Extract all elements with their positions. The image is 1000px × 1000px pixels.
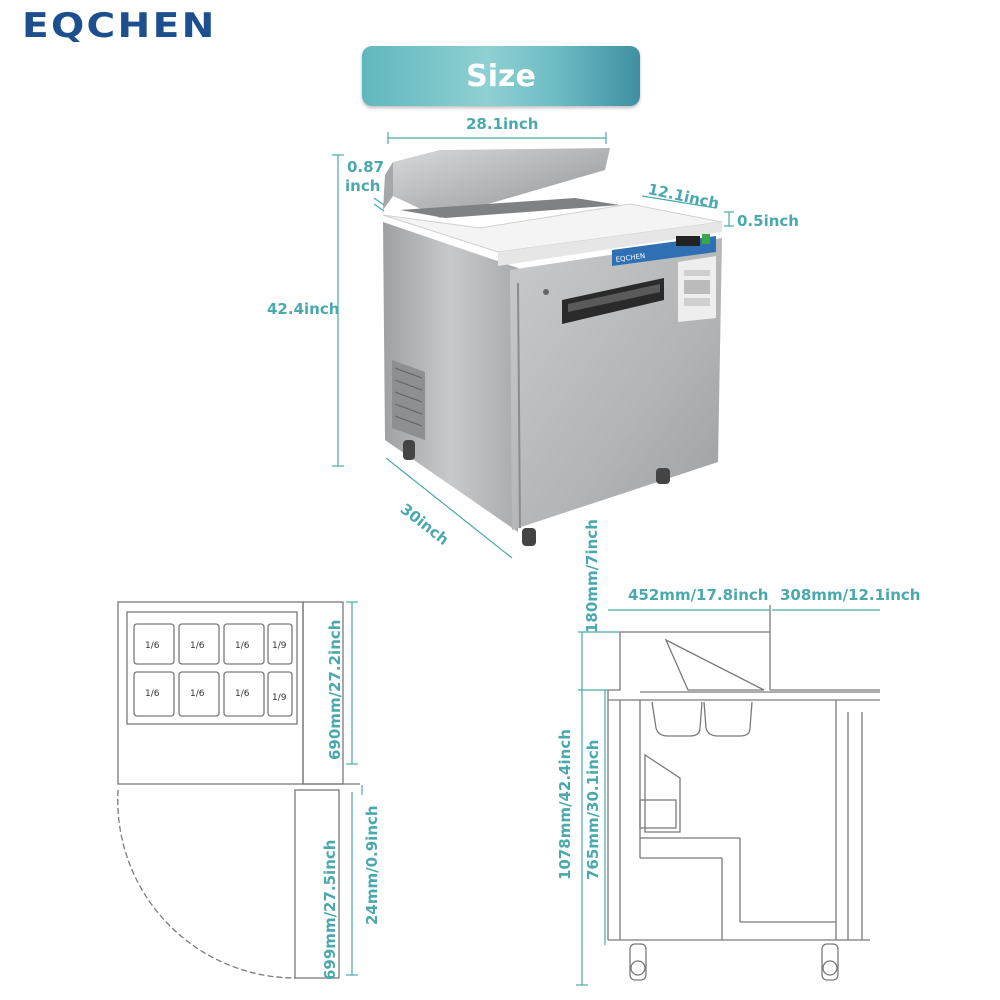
door-handle <box>562 278 664 324</box>
dim-door-gap: 24mm/0.9inch <box>363 805 381 925</box>
dim-total-height: 1078mm/42.4inch <box>556 729 574 880</box>
door-lock <box>543 289 549 295</box>
vent-grille <box>392 360 425 440</box>
pan-label: 1/6 <box>190 641 205 651</box>
dim-pan-area: 690mm/27.2inch <box>326 619 344 760</box>
top-view-drawing <box>117 601 360 979</box>
spec-label <box>678 256 716 322</box>
pan-label: 1/9 <box>272 641 287 651</box>
pan-label: 1/6 <box>190 689 205 699</box>
size-banner: Size <box>362 46 640 106</box>
brand-logo: EQCHEN <box>22 6 217 46</box>
side-view-drawing <box>607 605 880 981</box>
dim-height: 42.4inch <box>267 300 340 318</box>
size-banner-title: Size <box>466 58 536 94</box>
side-view-dimension-lines <box>576 609 880 986</box>
dim-top-height: 180mm/7inch <box>583 519 601 633</box>
dim-door-depth: 699mm/27.5inch <box>321 839 339 980</box>
power-switch <box>702 234 710 244</box>
dim-cutting-board-thickness: 0.5inch <box>737 212 799 230</box>
dim-board-width: 308mm/12.1inch <box>780 586 921 604</box>
dim-lid-value: 0.87 <box>347 158 385 176</box>
pan-label: 1/6 <box>235 641 250 651</box>
dim-work-height: 765mm/30.1inch <box>584 739 602 880</box>
dim-width: 28.1inch <box>466 115 539 133</box>
temperature-display <box>676 236 700 246</box>
pan-label: 1/6 <box>235 689 250 699</box>
unit-illustration: EQCHEN <box>332 132 734 559</box>
pan-label: 1/6 <box>145 641 160 651</box>
dim-pan-width: 452mm/17.8inch <box>628 586 769 604</box>
pan-label: 1/9 <box>272 693 287 703</box>
dim-lid-unit: inch <box>345 177 381 195</box>
casters <box>403 440 670 546</box>
pan-label: 1/6 <box>145 689 160 699</box>
pan-grid <box>133 623 293 717</box>
top-view-dimension-lines <box>346 601 363 976</box>
